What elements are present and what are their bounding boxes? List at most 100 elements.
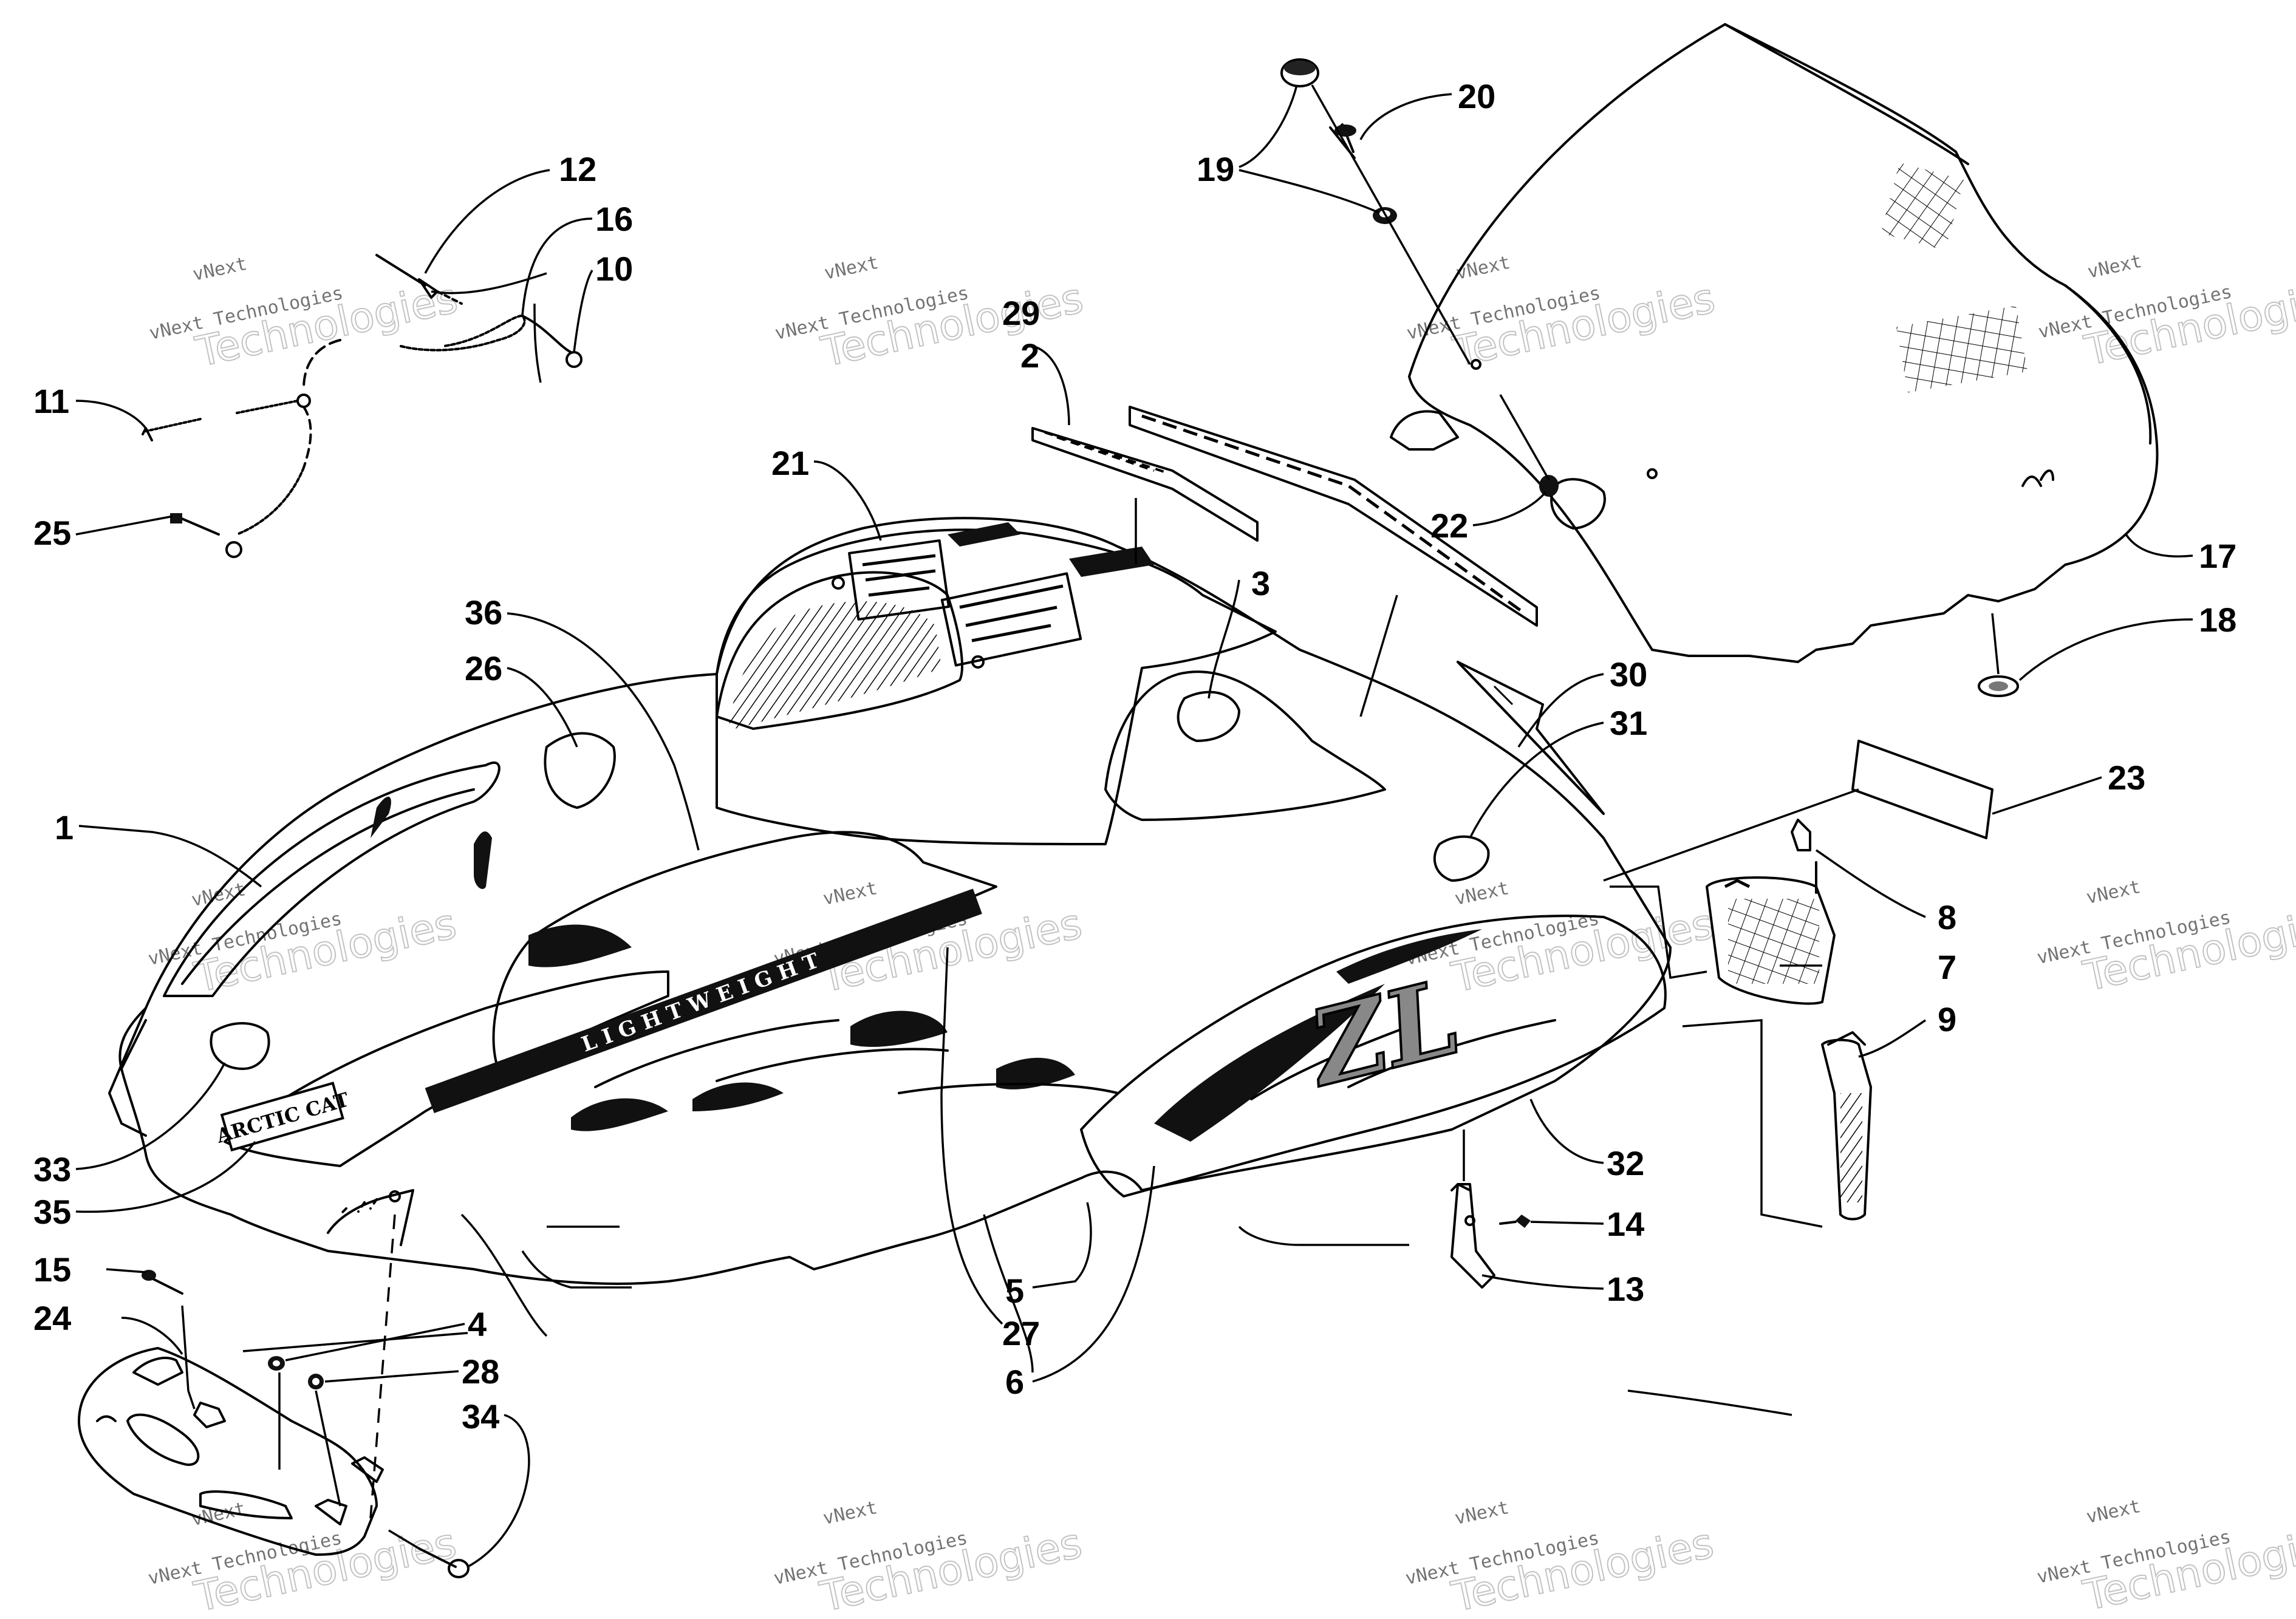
callouts: 12 16 10 11 25 1 26 36 21 29 2 3 33 35 1… [33, 77, 2236, 1568]
svg-text:3: 3 [1251, 564, 1270, 602]
callout-23: 23 [1992, 758, 2145, 815]
watermark-text: Technologies [2080, 273, 2296, 375]
part-23 [1603, 740, 1994, 882]
callout-27: 27 [1002, 1314, 1040, 1352]
svg-text:30: 30 [1610, 655, 1647, 694]
callout-32: 32 [1529, 1099, 1644, 1182]
svg-text:22: 22 [1430, 506, 1468, 545]
arctic-cat-decal: ARCTIC CAT [213, 1082, 352, 1152]
watermark-text: vNext [191, 253, 249, 285]
svg-text:25: 25 [33, 514, 71, 552]
callout-12: 12 [424, 150, 596, 274]
callout-16: 16 [521, 200, 633, 316]
svg-text:12: 12 [559, 150, 596, 188]
svg-text:11: 11 [33, 382, 69, 420]
callout-10: 10 [573, 250, 633, 353]
svg-text:8: 8 [1938, 898, 1956, 936]
svg-text:5: 5 [1005, 1272, 1024, 1310]
svg-text:23: 23 [2108, 758, 2145, 797]
callout-3: 3 [1251, 564, 1270, 602]
svg-text:7: 7 [1938, 948, 1956, 986]
watermark-text: vNext [1453, 1497, 1511, 1529]
svg-text:34: 34 [462, 1397, 499, 1436]
svg-text:20: 20 [1458, 77, 1495, 115]
callout-17: 17 [2125, 534, 2236, 575]
callout-30: 30 [1517, 655, 1647, 748]
svg-text:26: 26 [465, 649, 502, 687]
callout-13: 13 [1481, 1270, 1644, 1308]
windshield-hardware [1280, 58, 1606, 530]
svg-text:6: 6 [1005, 1363, 1024, 1401]
svg-text:14: 14 [1607, 1205, 1644, 1243]
callout-34: 34 [462, 1397, 530, 1568]
callout-29: 29 [1002, 294, 1040, 332]
callout-9: 9 [1938, 1000, 1956, 1038]
watermark: vNext vNext Technologies Technologies [2035, 876, 2296, 1001]
svg-text:21: 21 [771, 444, 809, 482]
callout-8: 8 [1938, 898, 1956, 936]
callout-15: 15 [33, 1250, 71, 1289]
watermark-text: vNext [2085, 876, 2143, 908]
watermark-text: vNext [822, 252, 881, 284]
svg-text:1: 1 [55, 808, 73, 847]
svg-text:31: 31 [1610, 704, 1647, 742]
watermark: vNext vNext Technologies Technologies [772, 1497, 1087, 1619]
callout-7: 7 [1938, 948, 1956, 986]
watermark-text: Technologies [2079, 1518, 2296, 1619]
svg-text:32: 32 [1607, 1144, 1644, 1182]
callout-5: 5 [1005, 1272, 1024, 1310]
watermark: vNext vNext Technologies Technologies [148, 253, 462, 377]
svg-text:29: 29 [1002, 294, 1040, 332]
callout-11: 11 [33, 382, 147, 429]
svg-text:27: 27 [1002, 1314, 1040, 1352]
svg-text:24: 24 [33, 1299, 71, 1337]
callout-19: 19 [1197, 84, 1379, 214]
watermark: vNext vNext Technologies Technologies [2035, 1496, 2296, 1619]
callout-24: 24 [33, 1299, 71, 1337]
washer-18 [1978, 613, 2019, 697]
callout-18: 18 [2018, 601, 2236, 681]
decal-30 [1457, 661, 1605, 815]
model-text: ZL [1295, 956, 1472, 1110]
watermark-text: vNext [821, 1497, 880, 1529]
watermark-text: vNext [2085, 1496, 2143, 1528]
callout-22: 22 [1430, 491, 1547, 545]
watermark-text: vNext [1453, 878, 1511, 910]
hood: ARCTIC CAT LIGHTWEIGHT ZL [108, 517, 1672, 1519]
mirror-parts [1610, 819, 1872, 1228]
callout-25: 25 [33, 514, 174, 552]
svg-text:13: 13 [1607, 1270, 1644, 1308]
callout-33: 33 [33, 1062, 226, 1188]
svg-text:28: 28 [462, 1352, 499, 1391]
svg-text:4: 4 [468, 1305, 487, 1343]
callout-2: 2 [1020, 336, 1039, 375]
watermark: vNext vNext Technologies Technologies [1404, 1497, 1718, 1619]
callout-26: 26 [465, 649, 578, 748]
callout-35: 35 [33, 1140, 256, 1231]
lightweight-text: LIGHTWEIGHT [578, 946, 829, 1057]
watermark-text: vNext [2086, 251, 2144, 283]
model-decal: ZL [1294, 955, 1473, 1111]
callout-28: 28 [324, 1352, 499, 1391]
svg-text:18: 18 [2199, 601, 2236, 639]
callout-6: 6 [1005, 1363, 1024, 1401]
watermark: vNext vNext Technologies Technologies [146, 1498, 461, 1619]
callout-1: 1 [55, 808, 73, 847]
svg-text:36: 36 [465, 593, 502, 632]
svg-text:19: 19 [1197, 150, 1234, 188]
decal-strips [1031, 406, 1538, 717]
bracket-13 [1450, 1130, 1531, 1289]
watermark: vNext vNext Technologies Technologies [146, 879, 461, 1003]
windshield [1390, 23, 2159, 663]
watermark-text: vNext [1454, 252, 1512, 284]
watermark-text: Technologies [2079, 899, 2296, 1001]
callout-21: 21 [771, 444, 882, 541]
svg-text:16: 16 [595, 200, 633, 238]
svg-text:33: 33 [33, 1150, 71, 1188]
front-bracket [78, 1270, 470, 1578]
svg-text:17: 17 [2199, 537, 2236, 575]
svg-text:2: 2 [1020, 336, 1039, 375]
callout-31: 31 [1469, 704, 1647, 839]
callout-14: 14 [1530, 1205, 1644, 1243]
